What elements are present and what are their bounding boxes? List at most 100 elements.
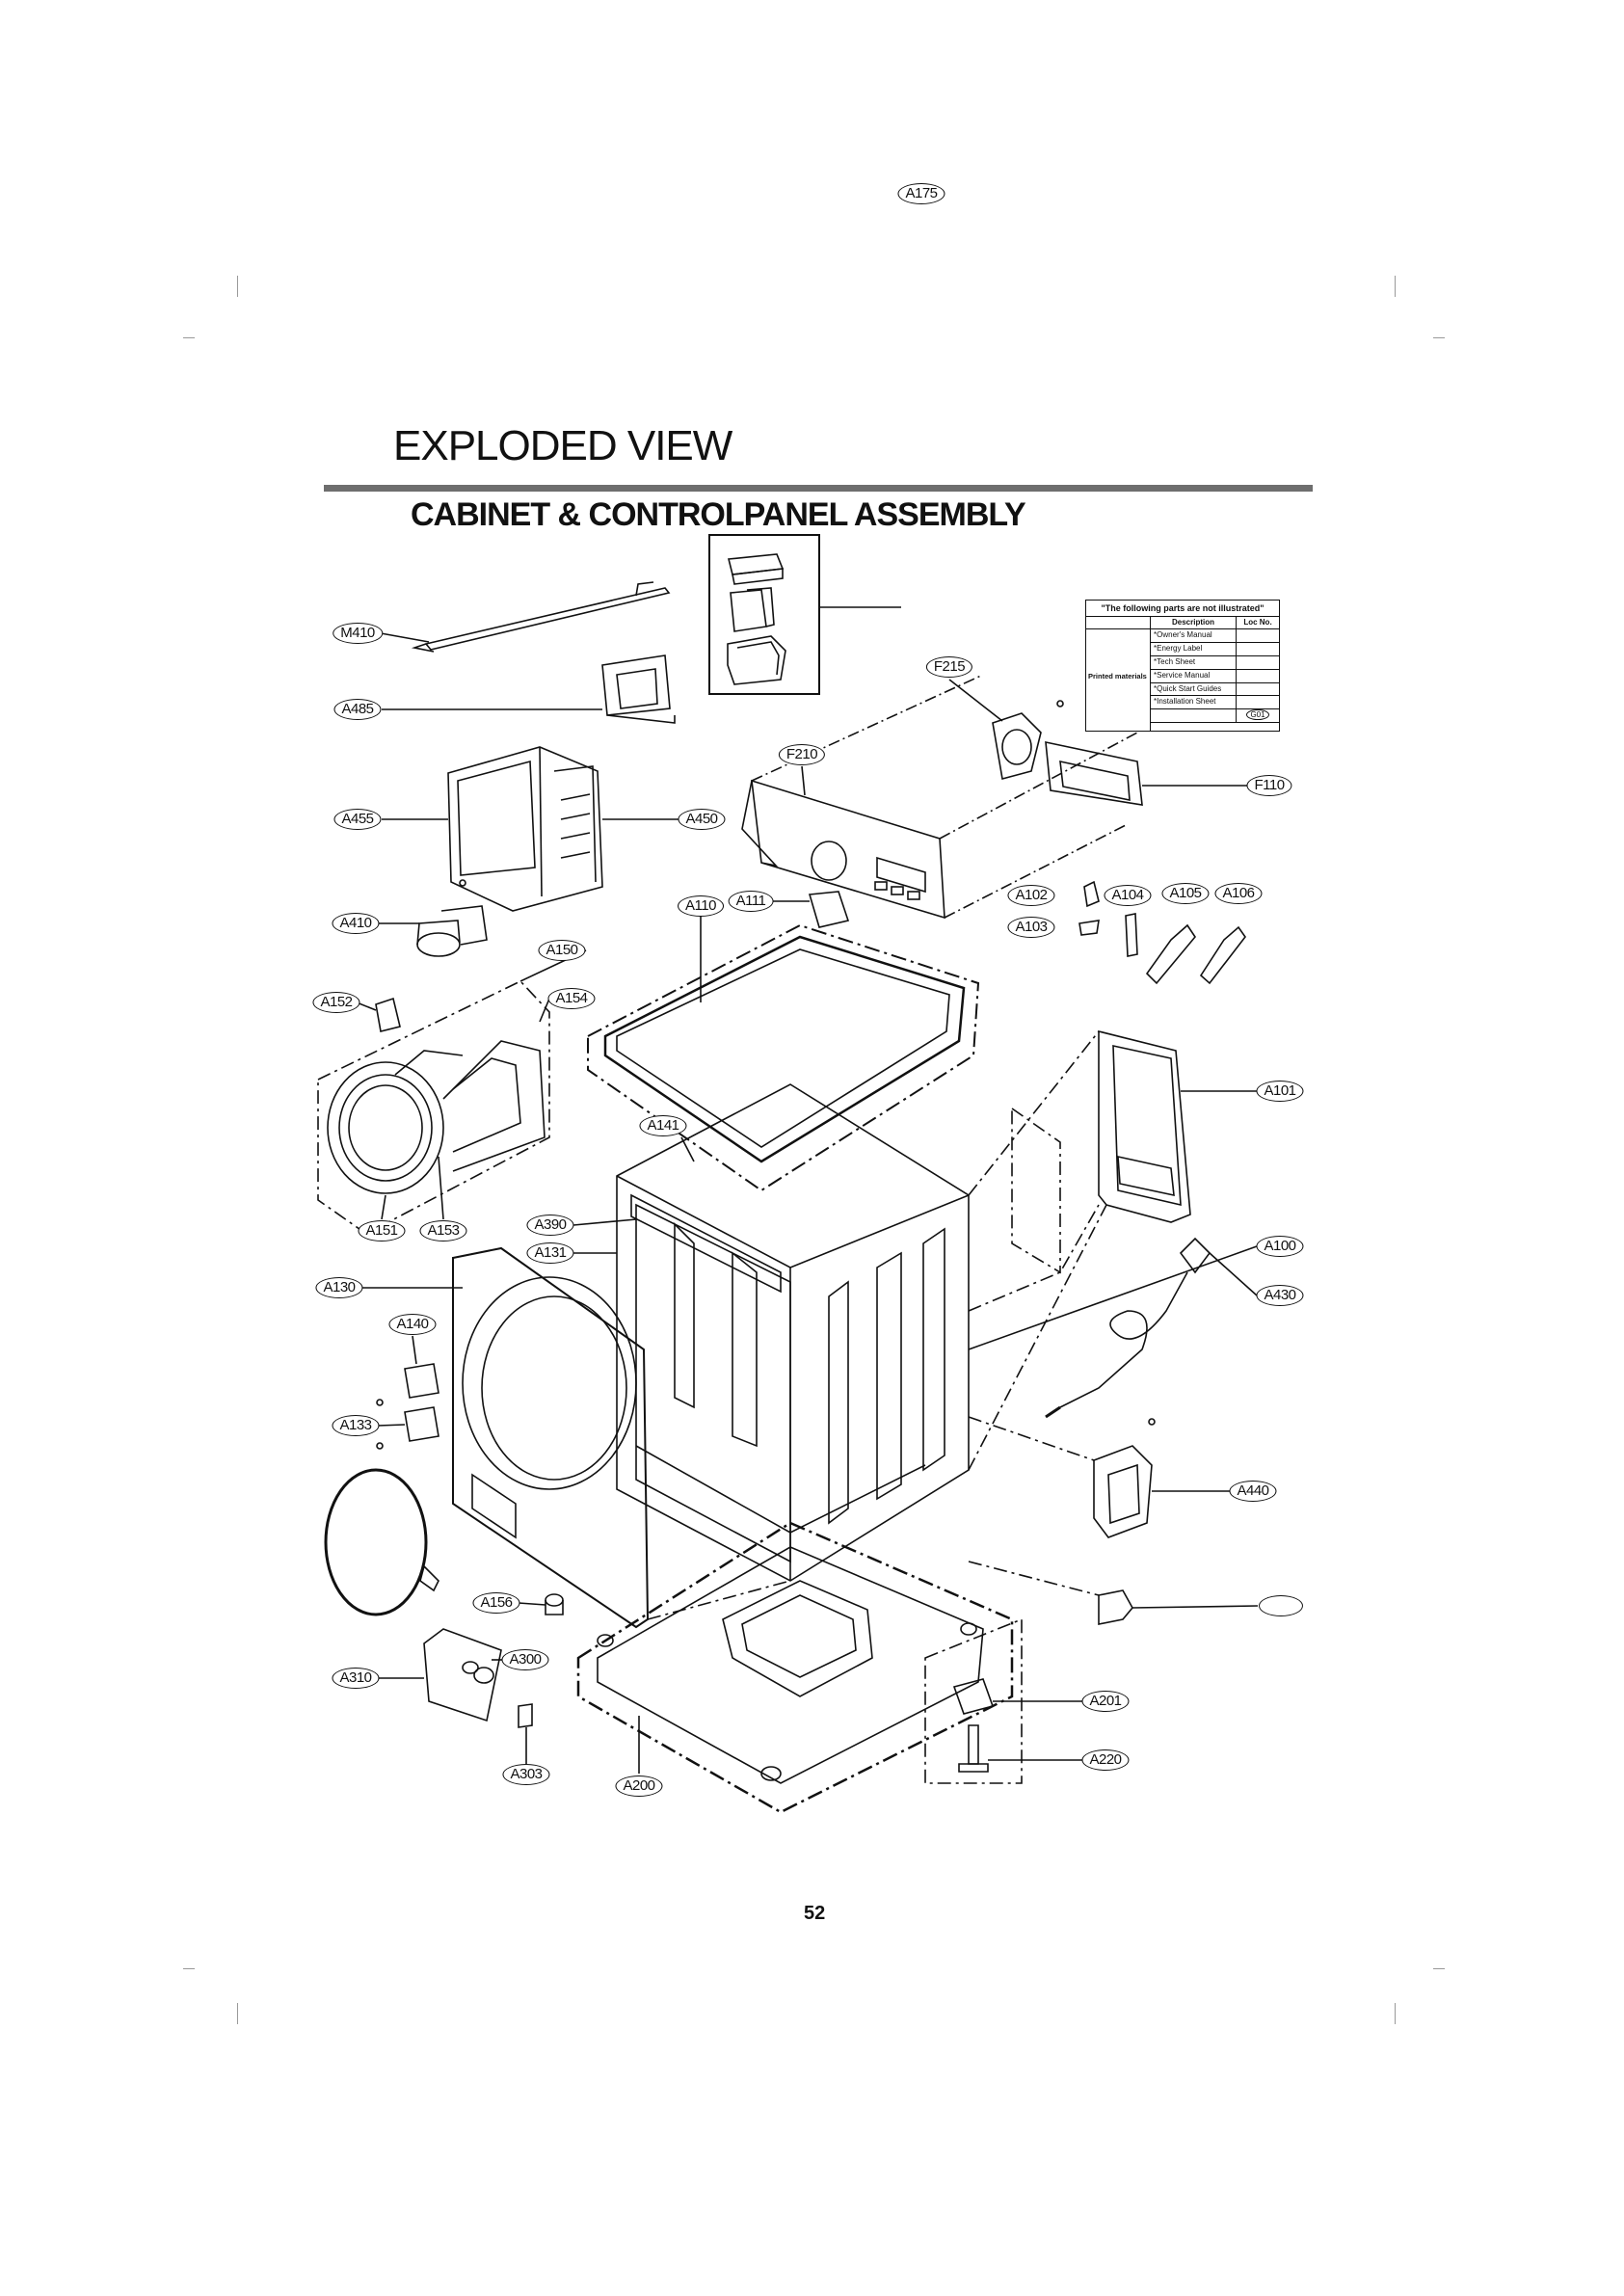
part-callout: A200 [615, 1775, 663, 1797]
part-callout: A310 [332, 1668, 380, 1689]
detergent-dispenser-inset [708, 534, 901, 695]
row-description: *Installation Sheet [1154, 697, 1216, 707]
table-row: G01 [1151, 709, 1279, 724]
row-description [1151, 709, 1236, 722]
part-callout: A103 [1007, 917, 1055, 938]
part-callout: A101 [1256, 1081, 1304, 1102]
clamp-ring [324, 1468, 439, 1616]
part-callout: A175 [897, 183, 945, 204]
part-callout: A106 [1214, 883, 1263, 904]
page-title: EXPLODED VIEW [393, 422, 732, 469]
table-row: *Service Manual [1151, 669, 1279, 683]
part-callout: A102 [1007, 885, 1055, 906]
table-row: *Owner's Manual [1151, 629, 1279, 643]
part-callout: A153 [419, 1220, 467, 1241]
part-callout: A390 [526, 1215, 574, 1236]
part-callout: A141 [639, 1115, 687, 1136]
rear-panel [968, 1029, 1257, 1471]
part-callout: A156 [472, 1592, 520, 1614]
pressure-switch [378, 905, 488, 957]
part-callout [1259, 1595, 1303, 1616]
part-callout: A105 [1161, 883, 1210, 904]
group-label: Printed materials [1088, 672, 1147, 681]
table-row: *Tech Sheet [1151, 655, 1279, 670]
row-loc [1236, 629, 1279, 642]
part-callout: A152 [312, 992, 360, 1013]
crop-mark [1395, 2003, 1396, 2024]
row-loc [1236, 682, 1279, 696]
table-row: *Quick Start Guides [1151, 682, 1279, 697]
part-callout: A131 [526, 1242, 574, 1264]
crop-mark [1395, 276, 1396, 297]
title-rule [324, 485, 1313, 492]
crop-mark [183, 1968, 195, 1969]
filter-cover [378, 1628, 533, 1764]
row-description: *Tech Sheet [1154, 656, 1196, 666]
cabinet [572, 1083, 1258, 1582]
page-number: 52 [804, 1903, 826, 1924]
main-pcb [382, 746, 679, 912]
page-subtitle: CABINET & CONTROLPANEL ASSEMBLY [411, 496, 1026, 533]
row-loc [1236, 696, 1279, 709]
part-callout: A154 [547, 988, 596, 1009]
row-loc [1236, 669, 1279, 682]
part-callout: M410 [333, 623, 383, 644]
part-callout: F110 [1246, 775, 1292, 796]
table-header: "The following parts are not illustrated… [1086, 601, 1279, 617]
row-description: *Service Manual [1154, 670, 1211, 680]
table-row: *Energy Label [1151, 642, 1279, 656]
top-bracket [380, 581, 671, 653]
door-ring [327, 949, 587, 1220]
part-callout: A130 [315, 1277, 363, 1298]
row-description: *Quick Start Guides [1154, 683, 1222, 693]
crop-mark [237, 276, 238, 297]
part-callout: A150 [538, 940, 586, 961]
part-callout: A110 [678, 895, 724, 917]
not-illustrated-table: "The following parts are not illustrated… [1085, 600, 1280, 732]
knob-a156 [518, 1593, 564, 1615]
part-callout: A104 [1104, 885, 1152, 906]
part-callout: A133 [332, 1415, 380, 1436]
base-frame [576, 1521, 1014, 1814]
power-cord [1045, 1237, 1258, 1419]
row-loc: G01 [1236, 709, 1279, 723]
part-callout: A300 [501, 1649, 549, 1670]
pcb-bracket [382, 654, 676, 724]
part-callout: A455 [333, 809, 382, 830]
leveling-bracket-box [924, 1617, 1083, 1784]
row-loc [1236, 642, 1279, 655]
table-row: *Installation Sheet [1151, 696, 1279, 710]
table-rows: *Owner's Manual *Energy Label *Tech Sheet *… [1150, 629, 1279, 731]
part-callout: A440 [1229, 1481, 1277, 1502]
part-callout: A485 [333, 699, 382, 720]
door-latch-a111 [771, 891, 850, 928]
part-callout: F215 [925, 656, 973, 678]
part-callout: A100 [1256, 1236, 1304, 1257]
part-callout: A220 [1081, 1749, 1130, 1771]
part-callout: A303 [502, 1764, 550, 1785]
part-callout: A111 [728, 891, 774, 912]
noise-filter [1093, 1418, 1230, 1538]
part-callout: A430 [1256, 1285, 1304, 1306]
foot-cap [1098, 1589, 1259, 1625]
part-callout: A450 [678, 809, 726, 830]
row-description: *Energy Label [1154, 643, 1203, 653]
top-plate [587, 916, 980, 1192]
crop-mark [1433, 1968, 1445, 1969]
crop-mark [183, 337, 195, 338]
col-loc: Loc No. [1236, 617, 1279, 628]
part-callout: A201 [1081, 1691, 1130, 1712]
loc-number: G01 [1246, 709, 1269, 721]
row-loc [1236, 655, 1279, 669]
row-description: *Owner's Manual [1154, 630, 1212, 639]
part-callout: A151 [358, 1220, 406, 1241]
part-callout: A410 [332, 913, 380, 934]
front-panel [361, 1246, 650, 1629]
door-assembly-box [317, 980, 550, 1235]
part-callout: A140 [388, 1314, 437, 1335]
dashed-leaders [647, 1204, 1100, 1620]
hinges [376, 1335, 439, 1450]
small-parts [1078, 880, 1246, 985]
col-description: Description [1150, 617, 1236, 628]
